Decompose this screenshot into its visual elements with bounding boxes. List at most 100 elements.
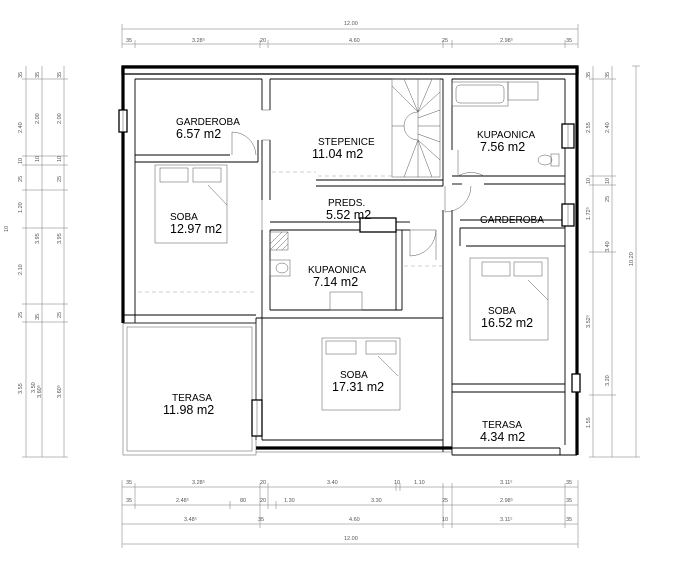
dim-leftmid-3: 10 (35, 156, 41, 162)
doors (231, 109, 485, 260)
dim-top-3: 20 (260, 38, 266, 44)
windows (118, 109, 581, 437)
dim-rightmid-1: 35 (605, 72, 611, 78)
dim-left-1: 35 (18, 72, 24, 78)
room-name-kupaonica-mid: KUPAONICA (308, 265, 366, 276)
room-area-soba-mid: 17.31 m2 (332, 380, 384, 394)
dim-bot3-6: 35 (566, 517, 572, 523)
stairs (318, 78, 441, 178)
dim-leftmid-2: 2.00 (35, 113, 41, 124)
dim-bottom-total: 12.00 (344, 536, 358, 542)
dim-bot2-3: 80 (240, 498, 246, 504)
dim-right-total: 10.20 (629, 252, 635, 266)
dim-rightin-2: 2.55 (586, 122, 592, 133)
dim-rightin-4: 1.72⁵ (585, 207, 592, 220)
dim-rightin-5: 3.52⁵ (585, 315, 592, 328)
dim-bot2-5: 1.30 (284, 498, 295, 504)
dim-rightmid-5: 3.40 (605, 241, 611, 252)
walls (121, 65, 579, 456)
dim-left-4: 25 (18, 176, 24, 182)
fixtures (138, 81, 560, 411)
dim-rightin-1: 35 (586, 72, 592, 78)
dim-bot2-1: 35 (126, 498, 132, 504)
dim-left-8: 25 (18, 312, 24, 318)
dim-bot1-6: 1.10 (414, 480, 425, 486)
dim-rightmid-2: 2.40 (605, 122, 611, 133)
dim-leftin-1: 35 (57, 72, 63, 78)
dim-left-5: 1.20 (18, 202, 24, 213)
room-name-stepenice: STEPENICE (318, 137, 375, 148)
dim-left-9: 3.55 (18, 383, 24, 394)
dim-bot3-4: 10 (442, 517, 448, 523)
dim-bot3-5: 3.11⁵ (500, 516, 513, 523)
dim-leftmid-5: 35 (35, 314, 41, 320)
dim-left-3: 10 (18, 158, 24, 164)
dim-left-6: 10 (4, 226, 10, 232)
room-name-soba-left: SOBA (170, 212, 198, 223)
dim-leftin-3: 10 (57, 156, 63, 162)
room-area-kupaonica-mid: 7.14 m2 (313, 275, 358, 289)
dim-leftextra-1: 3.50 (31, 382, 37, 393)
room-area-soba-left: 12.97 m2 (170, 222, 222, 236)
room-area-soba-right: 16.52 m2 (481, 316, 533, 330)
dim-leftmid-4: 3.95 (35, 233, 41, 244)
dim-left-2: 2.40 (18, 122, 24, 133)
dim-rightmid-3: 10 (605, 178, 611, 184)
dim-rightmid-6: 3.20 (605, 375, 611, 386)
dim-bot3-3: 4.60 (349, 517, 360, 523)
dim-top-total: 12.00 (344, 21, 358, 27)
room-area-preds: 5.52 m2 (326, 208, 371, 222)
dim-top-1: 35 (126, 38, 132, 44)
dim-rightin-3: 10 (586, 178, 592, 184)
room-area-kupaonica-top: 7.56 m2 (480, 140, 525, 154)
dim-leftin-7: 3.60⁵ (56, 385, 63, 398)
dim-bot2-7: 25 (442, 498, 448, 504)
left-dimensions: 35 2.40 10 25 1.20 10 2.10 25 3.55 35 2.… (4, 66, 68, 458)
right-dimensions: 35 2.55 10 1.72⁵ 3.52⁵ 1.55 35 2.40 10 2… (585, 65, 640, 458)
dim-bot3-2: 35 (258, 517, 264, 523)
dim-top-4: 4.60 (349, 38, 360, 44)
dim-bot1-8: 35 (566, 480, 572, 486)
room-area-garderoba-left: 6.57 m2 (176, 127, 221, 141)
dim-bot2-6: 3.30 (371, 498, 382, 504)
dim-top-2: 3.28⁵ (192, 37, 205, 44)
dim-leftin-2: 2.00 (57, 113, 63, 124)
dim-leftin-5: 3.95 (57, 233, 63, 244)
room-labels: GARDEROBA 6.57 m2 STEPENICE 11.04 m2 KUP… (163, 117, 544, 444)
dim-bot1-7: 3.11⁵ (500, 479, 513, 486)
dim-top-5: 25 (442, 38, 448, 44)
room-area-stepenice: 11.04 m2 (312, 147, 363, 161)
dim-bot2-8: 2.98⁵ (500, 497, 513, 504)
dim-bot3-1: 3.48⁵ (184, 516, 197, 523)
dim-bot1-4: 3.40 (327, 480, 338, 486)
dim-bot1-5: 10 (394, 480, 400, 486)
room-name-terasa-right: TERASA (482, 420, 522, 431)
room-name-preds: PREDS. (328, 198, 365, 209)
dim-bot2-4: 20 (260, 498, 266, 504)
dim-top-7: 35 (566, 38, 572, 44)
bottom-dimensions: 35 3.28⁵ 20 3.40 10 1.10 3.11⁵ 35 35 2.4… (121, 479, 579, 548)
room-area-terasa-left: 11.98 m2 (163, 403, 214, 417)
dim-bot1-3: 20 (260, 480, 266, 486)
room-name-garderoba-left: GARDEROBA (176, 117, 240, 128)
dim-leftin-4: 25 (57, 176, 63, 182)
dim-leftmid-6: 3.60⁵ (36, 385, 43, 398)
dim-top-6: 2.98⁵ (500, 37, 513, 44)
dim-leftin-6: 25 (57, 312, 63, 318)
room-name-terasa-left: TERASA (172, 393, 212, 404)
dim-bot1-2: 3.28⁵ (192, 479, 205, 486)
room-name-kupaonica-top: KUPAONICA (477, 130, 535, 141)
room-name-garderoba-right: GARDEROBA (480, 215, 544, 226)
dim-rightin-6: 1.55 (586, 417, 592, 428)
room-name-soba-mid: SOBA (340, 370, 368, 381)
dim-bot1-1: 35 (126, 480, 132, 486)
room-name-soba-right: SOBA (488, 306, 516, 317)
dim-bot2-2: 2.48⁵ (176, 497, 189, 504)
room-area-terasa-right: 4.34 m2 (480, 430, 525, 444)
dim-left-7: 2.10 (18, 264, 24, 275)
top-dimensions: 12.00 35 3.28⁵ 20 4.60 25 2.98⁵ 35 (121, 21, 579, 48)
dim-bot2-9: 35 (566, 498, 572, 504)
dim-rightmid-4: 25 (605, 196, 611, 202)
dim-leftmid-1: 35 (35, 72, 41, 78)
